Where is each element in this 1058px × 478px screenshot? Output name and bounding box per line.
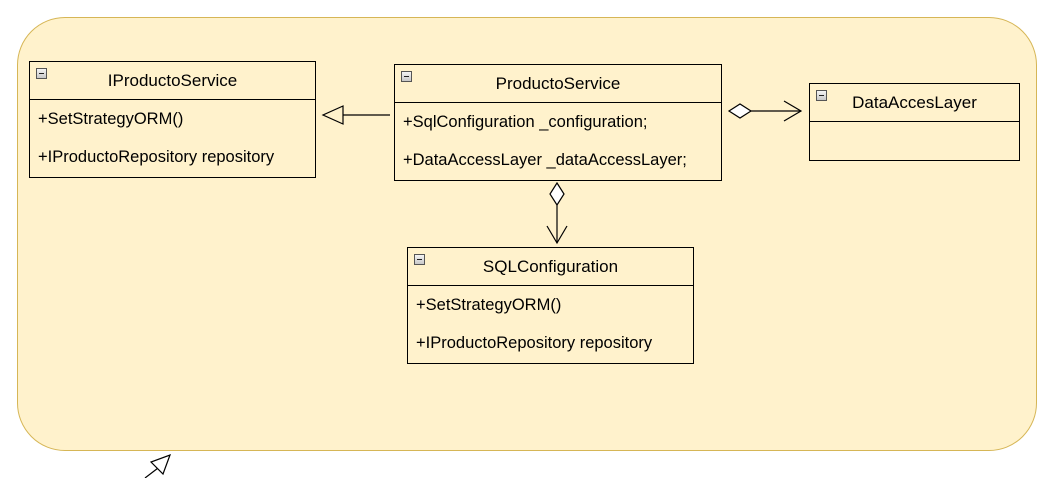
class-name: SQLConfiguration bbox=[482, 256, 619, 276]
collapse-icon[interactable] bbox=[816, 90, 827, 101]
class-member: +IProductoRepository repository bbox=[38, 148, 275, 166]
class-member: +SetStrategyORM() bbox=[38, 110, 184, 128]
class-name: IProductoService bbox=[107, 70, 238, 90]
dangling-arrow-icon[interactable] bbox=[144, 453, 172, 478]
class-sqlconfiguration[interactable]: SQLConfiguration +SetStrategyORM() +IPro… bbox=[407, 247, 694, 364]
collapse-icon[interactable] bbox=[401, 71, 412, 82]
class-name: ProductoService bbox=[495, 73, 621, 93]
class-member: +SqlConfiguration _configuration; bbox=[403, 113, 648, 131]
class-iproductoservice[interactable]: IProductoService +SetStrategyORM() +IPro… bbox=[29, 61, 316, 178]
collapse-icon[interactable] bbox=[36, 68, 47, 79]
collapse-icon[interactable] bbox=[414, 254, 425, 265]
class-header: IProductoService bbox=[30, 62, 315, 100]
class-header: ProductoService bbox=[395, 65, 721, 103]
class-member: +IProductoRepository repository bbox=[416, 334, 653, 352]
class-header: DataAccesLayer bbox=[810, 84, 1019, 122]
class-name: DataAccesLayer bbox=[852, 92, 977, 112]
class-productoservice[interactable]: ProductoService +SqlConfiguration _confi… bbox=[394, 64, 722, 181]
class-header: SQLConfiguration bbox=[408, 248, 693, 286]
class-member: +DataAccessLayer _dataAccessLayer; bbox=[403, 151, 687, 169]
class-dataacceslayer[interactable]: DataAccesLayer bbox=[809, 83, 1020, 161]
aggregation-edge[interactable] bbox=[546, 181, 568, 245]
realization-edge[interactable] bbox=[321, 105, 390, 125]
class-member: +SetStrategyORM() bbox=[416, 296, 562, 314]
aggregation-edge[interactable] bbox=[727, 100, 803, 122]
